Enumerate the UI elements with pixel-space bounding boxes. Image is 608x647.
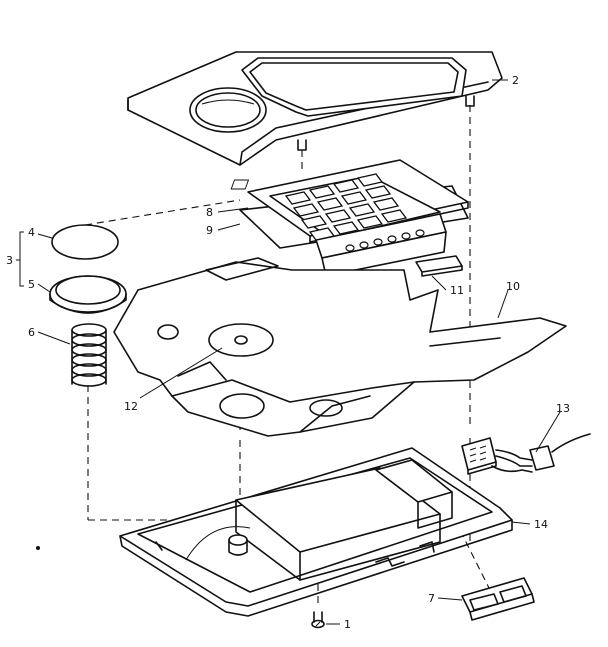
callout-13: 13 — [556, 402, 570, 415]
callout-3: 3 — [6, 254, 13, 267]
top-cover — [127, 51, 503, 166]
callout-5: 5 — [28, 278, 35, 291]
callout-labels: 2 4 3 5 6 8 9 10 11 12 13 14 7 1 — [6, 74, 570, 631]
screw — [311, 611, 325, 629]
shield-plate — [113, 257, 567, 437]
lens-ring — [49, 275, 127, 314]
washer — [208, 323, 274, 357]
callout-6: 6 — [28, 326, 35, 339]
keypad-board — [230, 159, 469, 277]
callout-4: 4 — [28, 226, 35, 239]
spring — [71, 323, 107, 387]
callout-14: 14 — [534, 518, 548, 531]
callout-12: 12 — [124, 400, 138, 413]
clip-part — [461, 577, 535, 621]
leader-lines — [16, 79, 561, 625]
callout-7: 7 — [428, 592, 435, 605]
lens-disc — [51, 224, 119, 260]
stray-dot — [36, 546, 40, 550]
callout-8: 8 — [206, 206, 213, 219]
callout-10: 10 — [506, 280, 520, 293]
cable-connector — [461, 433, 591, 475]
callout-1: 1 — [344, 618, 351, 631]
callout-11: 11 — [450, 284, 464, 297]
base-housing — [119, 447, 513, 617]
connector-strip — [415, 255, 463, 277]
callout-9: 9 — [206, 224, 213, 237]
callout-2: 2 — [512, 74, 519, 87]
